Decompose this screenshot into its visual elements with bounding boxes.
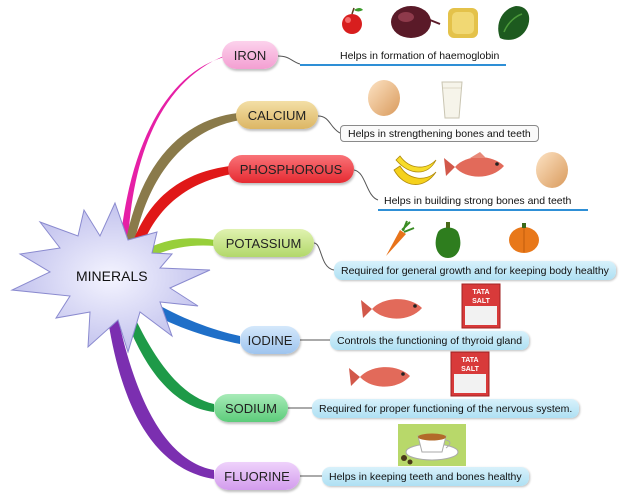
node-potassium-label: POTASSIUM — [225, 235, 302, 251]
spinach-icon — [498, 6, 530, 40]
salt-packet-brand: TATA — [461, 357, 478, 364]
branch-calcium — [125, 113, 240, 245]
carrot-icon — [386, 220, 415, 256]
connector-potassium — [313, 242, 335, 271]
node-fluorine[interactable]: FLUORINE — [214, 462, 300, 490]
branch-potassium — [138, 238, 215, 262]
connector-iron — [277, 55, 301, 65]
branch-iron — [120, 53, 232, 245]
node-iodine-label: IODINE — [247, 332, 293, 348]
description-potassium: Required for general growth and for keep… — [334, 261, 616, 280]
bananas-icon — [393, 155, 437, 185]
green-pepper-icon — [435, 222, 461, 258]
description-calcium: Helps in strengthening bones and teeth — [340, 125, 539, 142]
node-sodium[interactable]: SODIUM — [214, 394, 288, 422]
center-label: MINERALS — [76, 268, 148, 284]
node-calcium-label: CALCIUM — [247, 107, 307, 123]
egg-icon — [368, 80, 400, 116]
node-phosphorous-label: PHOSPHOROUS — [239, 161, 343, 177]
pumpkin-icon — [509, 223, 539, 253]
description-fluorine: Helps in keeping teeth and bones healthy — [322, 467, 529, 486]
description-iron: Helps in formation of haemoglobin — [340, 50, 500, 62]
salt-packet-brand: TATA — [472, 289, 489, 296]
fish-icon — [444, 152, 504, 177]
node-sodium-label: SODIUM — [225, 400, 277, 416]
fish-icon — [361, 299, 422, 319]
salt-packet-icon: TATA SALT — [461, 283, 501, 329]
cup-of-tea-icon — [398, 424, 466, 466]
branch-iodine — [146, 300, 240, 344]
salt-packet-product: SALT — [461, 366, 479, 373]
fish-icon — [349, 367, 410, 387]
node-iron-label: IRON — [233, 47, 267, 63]
connector-phosphorous — [353, 169, 379, 201]
salt-packet-product: SALT — [472, 298, 490, 305]
branch-fluorine — [108, 318, 214, 479]
description-iodine: Controls the functioning of thyroid glan… — [330, 331, 530, 350]
egg-icon — [536, 152, 568, 188]
node-fluorine-label: FLUORINE — [224, 468, 290, 484]
connector-calcium — [317, 115, 341, 134]
node-phosphorous[interactable]: PHOSPHOROUS — [228, 155, 354, 183]
description-phosphorous: Helps in building strong bones and teeth — [384, 195, 572, 207]
node-potassium[interactable]: POTASSIUM — [213, 229, 314, 257]
minerals-starburst — [10, 201, 211, 354]
node-iodine[interactable]: IODINE — [240, 326, 300, 354]
beetroot-icon — [391, 6, 441, 38]
bread-icon — [448, 8, 478, 38]
apple-icon — [342, 7, 363, 34]
salt-packet-icon: TATA SALT — [450, 351, 490, 397]
node-iron[interactable]: IRON — [222, 41, 278, 69]
description-sodium: Required for proper functioning of the n… — [312, 399, 580, 418]
glass-of-milk-icon — [441, 81, 463, 119]
node-calcium[interactable]: CALCIUM — [236, 101, 318, 129]
